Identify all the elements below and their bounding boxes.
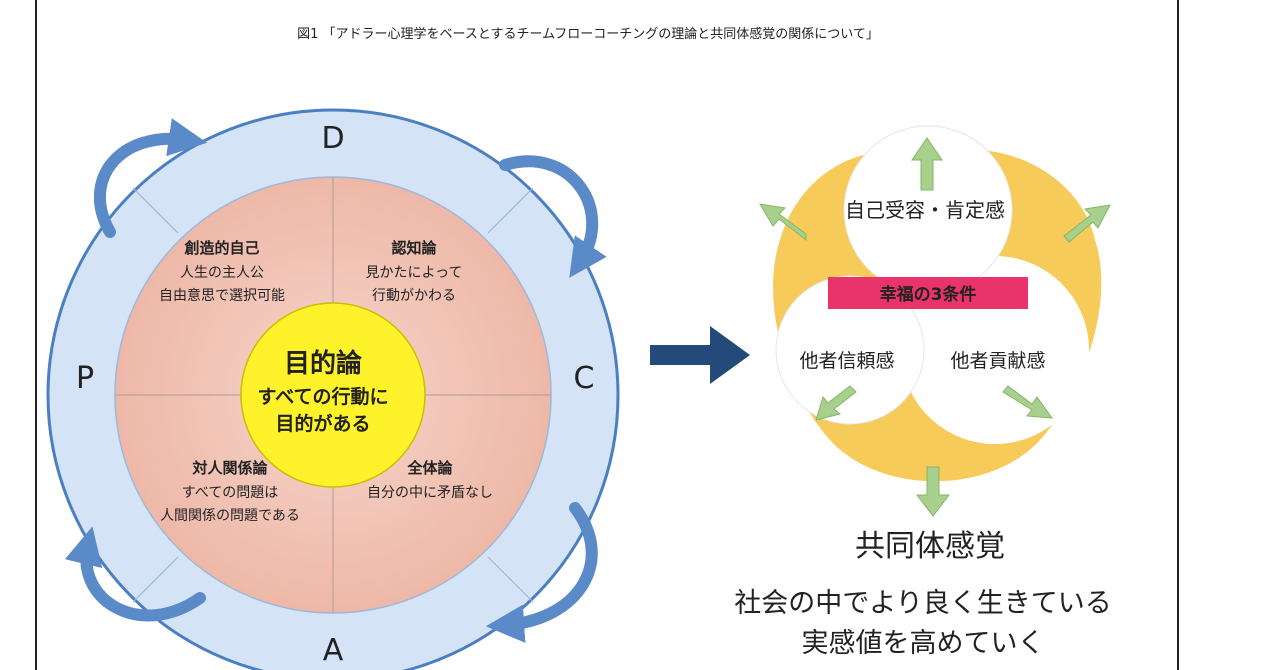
quadrant-top-right-line2: 行動がかわる (372, 288, 456, 304)
happiness-banner (828, 277, 1028, 309)
cycle-arrow-bottom-left-icon (64, 526, 206, 622)
result-title: 共同体感覚 (855, 529, 1005, 564)
ring-spoke-bottom-left (132, 556, 179, 603)
circle-trust-outline (775, 275, 925, 425)
pdca-label-a: A (323, 633, 344, 668)
pdca-label-p: P (76, 361, 94, 396)
cycle-arrow-bottom-right-icon (485, 502, 598, 643)
quadrant-top-left-line1: 人生の主人公 (180, 265, 264, 281)
quadrant-top-left-title: 創造的自己 (183, 239, 259, 257)
quadrant-bottom-left-line2: 人間関係の問題である (160, 508, 300, 524)
center-line2: 目的がある (275, 412, 370, 435)
happiness-right-label: 他者貢献感 (950, 350, 1045, 372)
pdca-label-c: C (574, 361, 595, 396)
quadrant-top-right-title: 認知論 (391, 239, 437, 257)
cycle-arrow-top-right-icon (499, 155, 607, 278)
ring-spoke-bottom-right (487, 556, 534, 603)
frame-right-border (1177, 0, 1179, 670)
happiness-top-label: 自己受容・肯定感 (845, 198, 1005, 222)
happiness-banner-label: 幸福の3条件 (880, 284, 977, 305)
ring-spoke-top-left (132, 187, 179, 234)
green-arrow-lower-left-icon (815, 385, 857, 421)
circle-self-acceptance (844, 126, 1012, 294)
green-arrow-up-icon (911, 137, 943, 191)
adler-circle: 目的論 すべての行動に 目的がある 創造的自己 人生の主人公 自由意思で選択可能… (46, 108, 620, 670)
center-line1: すべての行動に (258, 385, 389, 408)
quadrant-top-right-line1: 見かたによって (366, 265, 463, 281)
quadrant-bottom-right-title: 全体論 (406, 459, 453, 477)
quadrant-top-left-line2: 自由意思で選択可能 (159, 287, 285, 304)
big-right-arrow-icon (650, 326, 750, 384)
frame-left-border (35, 0, 37, 670)
ring-spoke-top-right (487, 187, 534, 234)
green-arrow-upper-right-icon (1063, 204, 1111, 243)
result-line1: 社会の中でより良く生きている (734, 588, 1111, 619)
circle-trust (776, 276, 924, 424)
quadrant-bottom-right-line1: 自分の中に矛盾なし (367, 485, 493, 501)
result-line2: 実感値を高めていく (802, 628, 1045, 659)
figure-caption: 図1 「アドラー心理学をベースとするチームフローコーチングの理論と共同体感覚の関… (297, 26, 879, 42)
center-disc (240, 302, 426, 488)
quadrant-bottom-left-title: 対人関係論 (191, 459, 268, 477)
cycle-arrow-top-left-icon (93, 118, 207, 238)
quadrant-bottom-left-line1: すべての問題は (182, 485, 278, 501)
happiness-diagram: 自己受容・肯定感 他者信頼感 他者貢献感 幸福の3条件 (759, 125, 1111, 517)
green-arrow-down-icon (915, 466, 951, 517)
green-arrow-lower-right-icon (1002, 385, 1054, 419)
green-arrow-upper-left-icon (759, 203, 807, 242)
happiness-left-label: 他者信頼感 (799, 350, 894, 372)
pdca-label-d: D (321, 121, 344, 156)
center-title: 目的論 (284, 348, 363, 379)
